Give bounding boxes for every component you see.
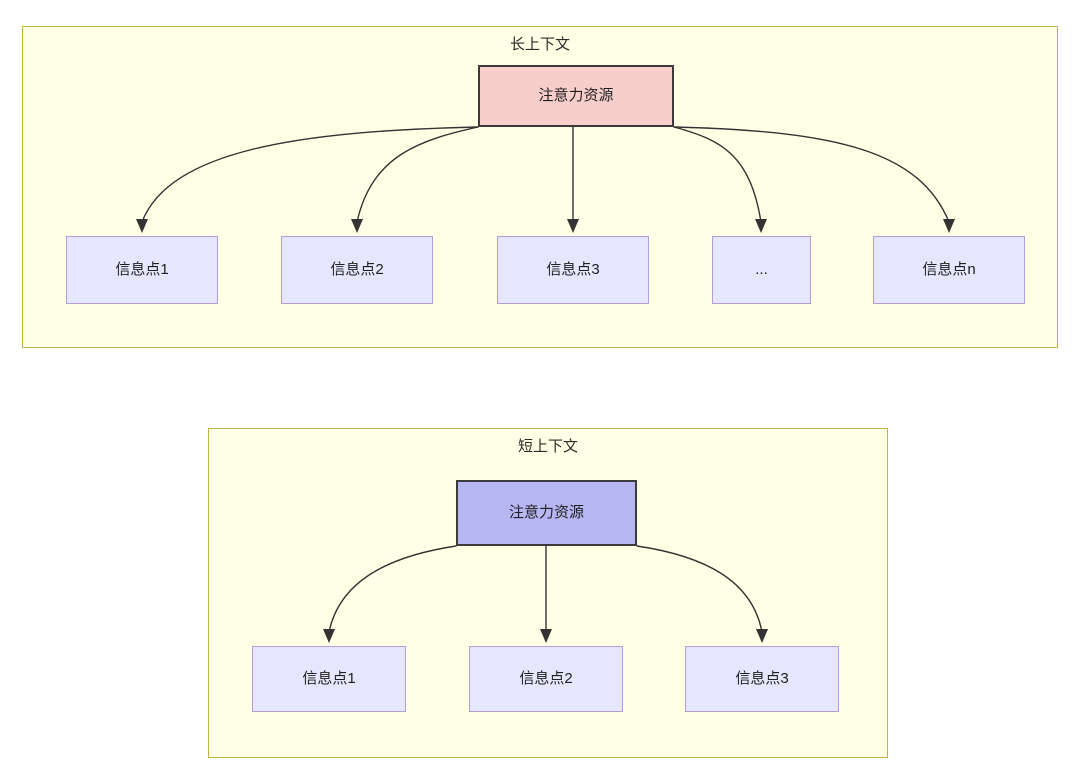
node-attention-resource-short-label: 注意力资源 — [508, 504, 584, 521]
node-info-point-long-1[interactable]: 信息点1 — [66, 236, 218, 304]
node-info-point-short-1[interactable]: 信息点1 — [252, 646, 406, 712]
node-info-point-short-1-label: 信息点1 — [302, 670, 356, 687]
node-info-point-long-n[interactable]: 信息点n — [873, 236, 1025, 304]
group-long-context-title: 长上下文 — [509, 36, 570, 53]
node-info-point-long-3-label: 信息点3 — [546, 261, 600, 278]
group-short-context-title: 短上下文 — [517, 438, 578, 455]
node-attention-resource-long[interactable]: 注意力资源 — [478, 65, 674, 127]
node-info-point-short-3[interactable]: 信息点3 — [685, 646, 839, 712]
node-info-point-long-1-label: 信息点1 — [115, 261, 169, 278]
node-info-point-long-2[interactable]: 信息点2 — [281, 236, 433, 304]
node-attention-resource-long-label: 注意力资源 — [538, 87, 614, 104]
node-info-point-long-n-label: 信息点n — [922, 261, 976, 278]
node-info-point-short-2[interactable]: 信息点2 — [469, 646, 623, 712]
node-info-point-long-ellipsis-label: ... — [755, 261, 768, 278]
node-info-point-short-2-label: 信息点2 — [519, 670, 573, 687]
node-info-point-long-ellipsis[interactable]: ... — [712, 236, 811, 304]
node-info-point-short-3-label: 信息点3 — [735, 670, 789, 687]
node-info-point-long-3[interactable]: 信息点3 — [497, 236, 649, 304]
node-attention-resource-short[interactable]: 注意力资源 — [456, 480, 637, 546]
node-info-point-long-2-label: 信息点2 — [330, 261, 384, 278]
